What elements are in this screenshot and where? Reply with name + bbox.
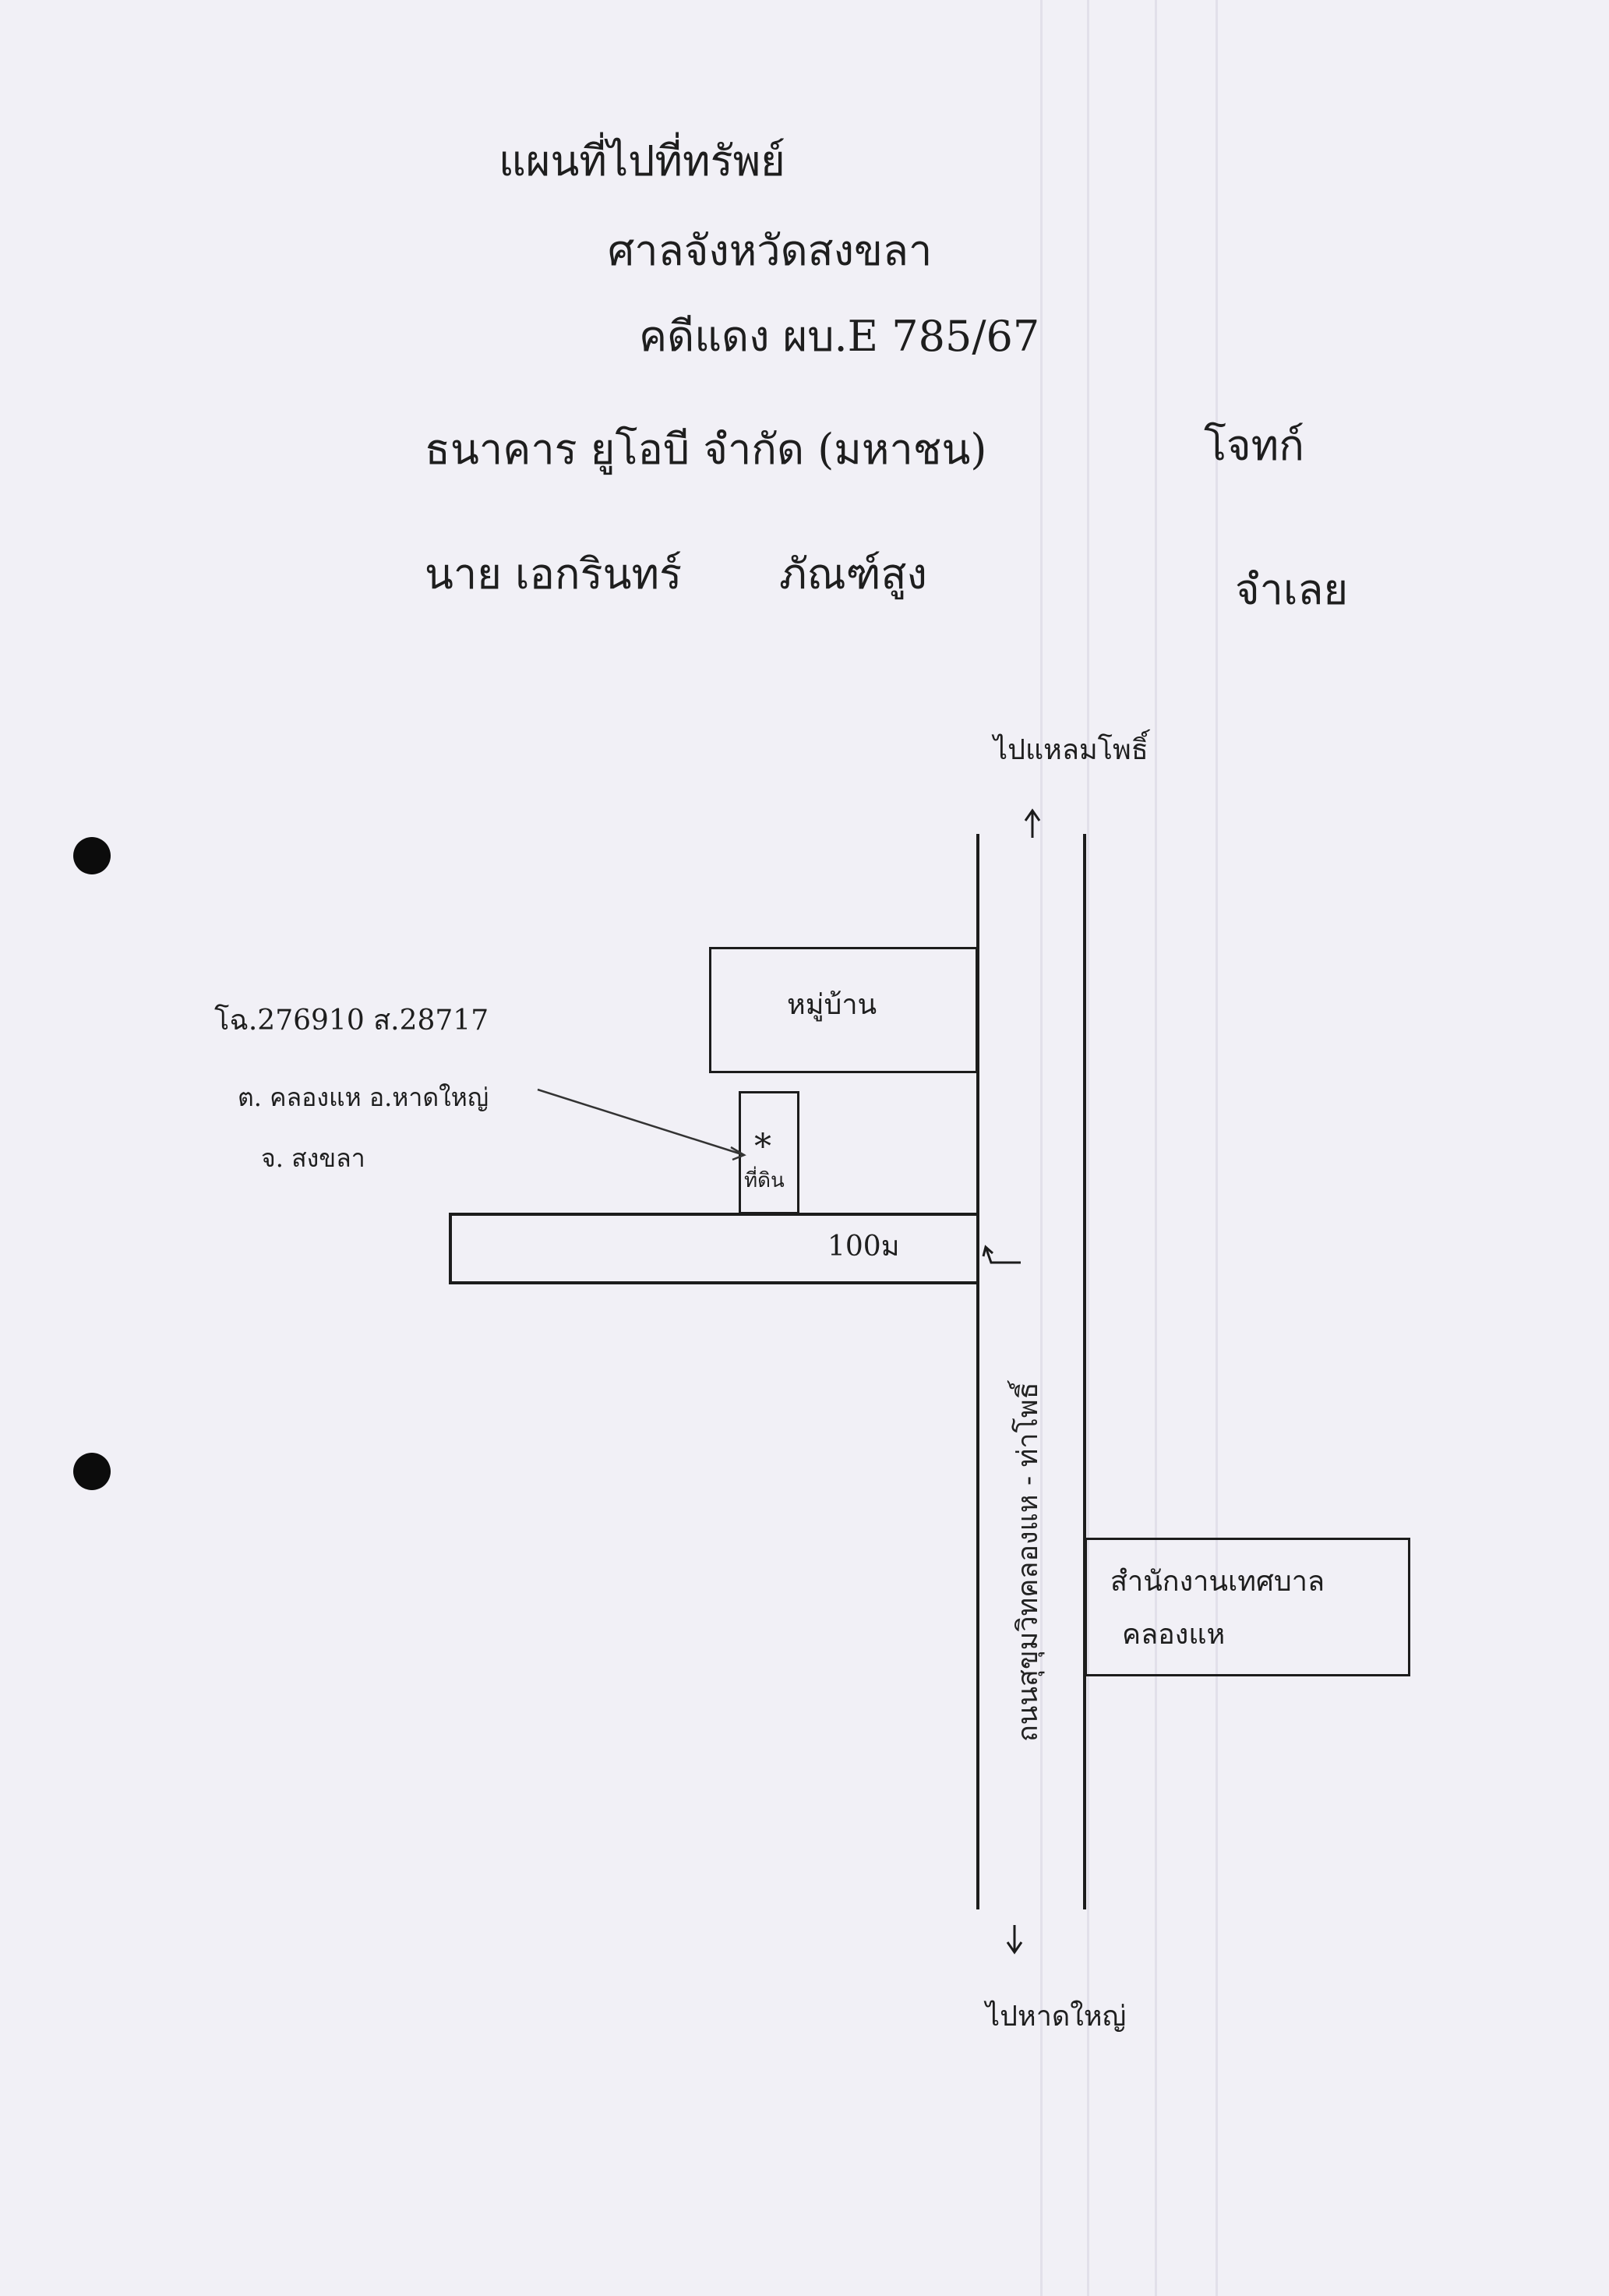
defendant-role: จำเลย <box>1235 565 1349 614</box>
side-road-end <box>449 1213 452 1284</box>
court-name: ศาลจังหวัดสงขลา <box>608 226 933 275</box>
south-arrow-icon <box>1006 1925 1023 1955</box>
property-label: ที่ดิน <box>744 1169 785 1192</box>
paper-stripe <box>1155 0 1157 2296</box>
plaintiff-role: โจทก์ <box>1204 421 1304 470</box>
defendant-surname: ภัณฑ์สูง <box>779 549 927 599</box>
main-road-west-edge <box>976 834 979 1909</box>
defendant-name: นาย เอกรินทร์ <box>425 549 683 599</box>
north-arrow-icon <box>1024 808 1041 838</box>
paper-stripe <box>1216 0 1218 2296</box>
plaintiff-name: ธนาคาร ยูโอบี จำกัด (มหาชน) <box>425 425 987 474</box>
address-line-2: จ. สงขลา <box>261 1143 365 1173</box>
village-block <box>709 947 978 1073</box>
municipal-office-block <box>1085 1538 1410 1676</box>
punch-hole-bottom <box>73 1453 111 1490</box>
side-road-distance: 100ม <box>827 1231 900 1263</box>
village-label: หมู่บ้าน <box>787 989 877 1021</box>
municipal-office-label-2: คลองแห <box>1122 1619 1226 1651</box>
side-road-top-edge <box>450 1213 979 1216</box>
turn-arrow-icon <box>982 1245 1021 1264</box>
paper-stripe <box>1087 0 1089 2296</box>
pointer-arrow-icon <box>537 1088 746 1161</box>
paper-stripe <box>1040 0 1043 2296</box>
property-marker: * <box>754 1127 771 1167</box>
main-road-east-edge <box>1083 834 1086 1909</box>
municipal-office-label-1: สำนักงานเทศบาล <box>1110 1566 1325 1598</box>
address-line-1: ต. คลองแห อ.หาดใหญ่ <box>238 1083 489 1112</box>
deed-info: โฉ.276910 ส.28717 <box>214 1005 489 1037</box>
north-direction-label: ไปแหลมโพธิ์ <box>993 734 1149 766</box>
south-direction-label: ไปหาดใหญ่ <box>986 2001 1127 2033</box>
punch-hole-top <box>73 837 111 874</box>
map-title: แผนที่ไปที่ทรัพย์ <box>499 136 785 185</box>
side-road-bottom-edge <box>450 1281 979 1284</box>
case-number: คดีแดง ผบ.E 785/67 <box>639 312 1040 361</box>
